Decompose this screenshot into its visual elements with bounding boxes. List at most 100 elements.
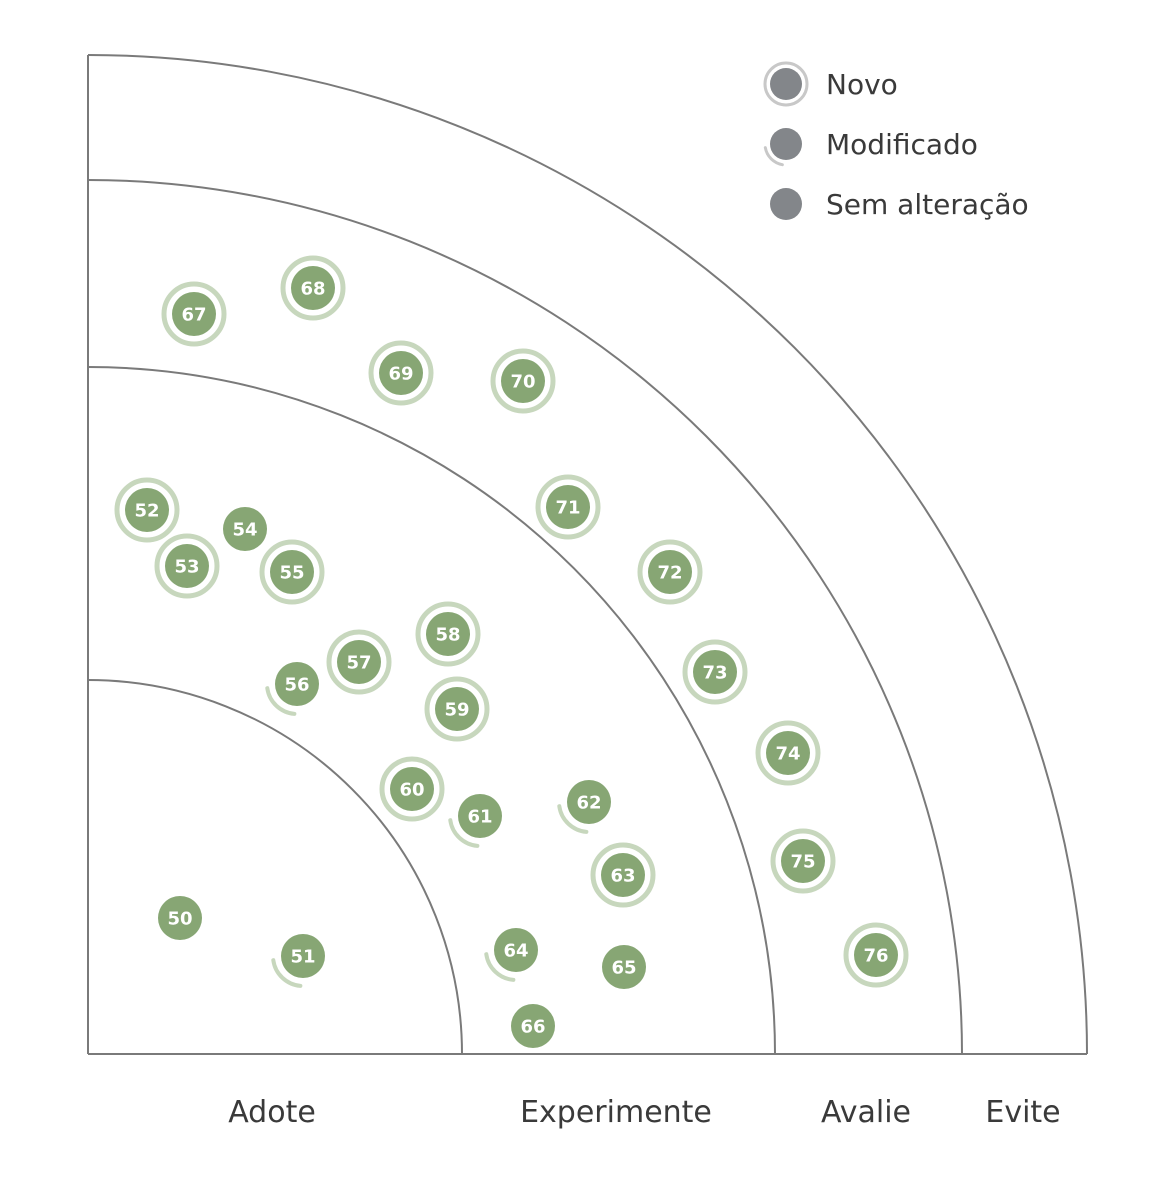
legend-new-dot-icon	[770, 68, 802, 100]
blip-number: 67	[181, 305, 206, 326]
blip-50[interactable]: 50	[158, 896, 202, 940]
blip-dot	[291, 266, 335, 310]
blip-dot	[511, 1004, 555, 1048]
blip-new-ring	[490, 348, 556, 414]
blip-number: 72	[657, 563, 682, 584]
blip-new-ring	[368, 340, 434, 406]
blip-dot	[435, 687, 479, 731]
ring-label-experimente: Experimente	[520, 1095, 712, 1130]
blip-57[interactable]: 57	[326, 629, 392, 695]
blip-dot	[501, 359, 545, 403]
blip-new-ring	[280, 255, 346, 321]
blip-63[interactable]: 63	[590, 842, 656, 908]
blip-71[interactable]: 71	[535, 474, 601, 540]
ring-arc-3	[87, 179, 963, 1055]
legend-item-new: Novo	[763, 61, 898, 107]
blip-dot	[125, 488, 169, 532]
legend-none-dot-icon	[770, 188, 802, 220]
blip-53[interactable]: 53	[154, 533, 220, 599]
blip-69[interactable]: 69	[368, 340, 434, 406]
blip-new-ring	[326, 629, 392, 695]
blip-number: 66	[520, 1017, 545, 1038]
blip-number: 55	[279, 563, 304, 584]
blip-64[interactable]: 64	[484, 928, 538, 982]
ring-label-evite: Evite	[985, 1095, 1060, 1130]
ring-arc-4	[87, 54, 1088, 1055]
blip-number: 61	[467, 807, 492, 828]
blip-number: 69	[388, 364, 413, 385]
blip-58[interactable]: 58	[415, 601, 481, 667]
radar-rings	[87, 54, 1088, 1055]
blip-dot	[546, 485, 590, 529]
blip-68[interactable]: 68	[280, 255, 346, 321]
blip-dot	[390, 767, 434, 811]
blip-61[interactable]: 61	[448, 794, 502, 848]
blip-new-ring	[379, 756, 445, 822]
blip-new-ring	[682, 639, 748, 705]
blip-76[interactable]: 76	[843, 922, 909, 988]
legend-moved-dot-icon	[770, 128, 802, 160]
blip-54[interactable]: 54	[223, 507, 267, 551]
legend-new-ring-icon	[763, 61, 809, 107]
blip-73[interactable]: 73	[682, 639, 748, 705]
blip-number: 59	[444, 700, 469, 721]
blip-dot	[648, 550, 692, 594]
blip-dot	[158, 896, 202, 940]
blip-number: 63	[610, 866, 635, 887]
blip-new-ring	[637, 539, 703, 605]
blip-dot	[270, 550, 314, 594]
blip-dot	[275, 662, 319, 706]
blip-dot	[601, 853, 645, 897]
ring-label-adote: Adote	[228, 1095, 316, 1130]
ring-arc-2	[87, 366, 776, 1055]
blip-51[interactable]: 51	[271, 934, 325, 988]
blip-number: 57	[346, 653, 371, 674]
blip-moved-arc	[271, 958, 303, 988]
blip-new-ring	[770, 828, 836, 894]
legend-moved-arc-icon	[763, 146, 784, 167]
blip-new-ring	[415, 601, 481, 667]
blip-67[interactable]: 67	[161, 281, 227, 347]
blip-56[interactable]: 56	[265, 662, 319, 716]
blip-dot	[693, 650, 737, 694]
legend-label: Modificado	[826, 128, 978, 161]
blip-74[interactable]: 74	[755, 720, 821, 786]
legend-item-moved: Modificado	[763, 128, 978, 167]
blip-number: 54	[232, 520, 257, 541]
blip-55[interactable]: 55	[259, 539, 325, 605]
blip-number: 50	[167, 909, 192, 930]
blip-number: 74	[775, 744, 800, 765]
legend-label: Novo	[826, 68, 898, 101]
blip-number: 75	[790, 852, 815, 873]
blip-dot	[781, 839, 825, 883]
blip-new-ring	[843, 922, 909, 988]
blip-dot	[337, 640, 381, 684]
blip-new-ring	[154, 533, 220, 599]
blip-66[interactable]: 66	[511, 1004, 555, 1048]
blip-65[interactable]: 65	[602, 945, 646, 989]
blip-moved-arc	[265, 686, 297, 716]
blip-75[interactable]: 75	[770, 828, 836, 894]
blip-new-ring	[259, 539, 325, 605]
blip-52[interactable]: 52	[114, 477, 180, 543]
blip-dot	[281, 934, 325, 978]
blip-70[interactable]: 70	[490, 348, 556, 414]
blip-new-ring	[161, 281, 227, 347]
blip-72[interactable]: 72	[637, 539, 703, 605]
blip-new-ring	[114, 477, 180, 543]
blip-number: 70	[510, 372, 535, 393]
blip-new-ring	[755, 720, 821, 786]
blip-number: 73	[702, 663, 727, 684]
blip-number: 56	[284, 675, 309, 696]
blip-new-ring	[535, 474, 601, 540]
blip-number: 68	[300, 279, 325, 300]
blip-60[interactable]: 60	[379, 756, 445, 822]
blip-new-ring	[590, 842, 656, 908]
blip-59[interactable]: 59	[424, 676, 490, 742]
legend-item-none: Sem alteração	[770, 188, 1029, 221]
blip-62[interactable]: 62	[557, 780, 611, 834]
blip-dot	[766, 731, 810, 775]
